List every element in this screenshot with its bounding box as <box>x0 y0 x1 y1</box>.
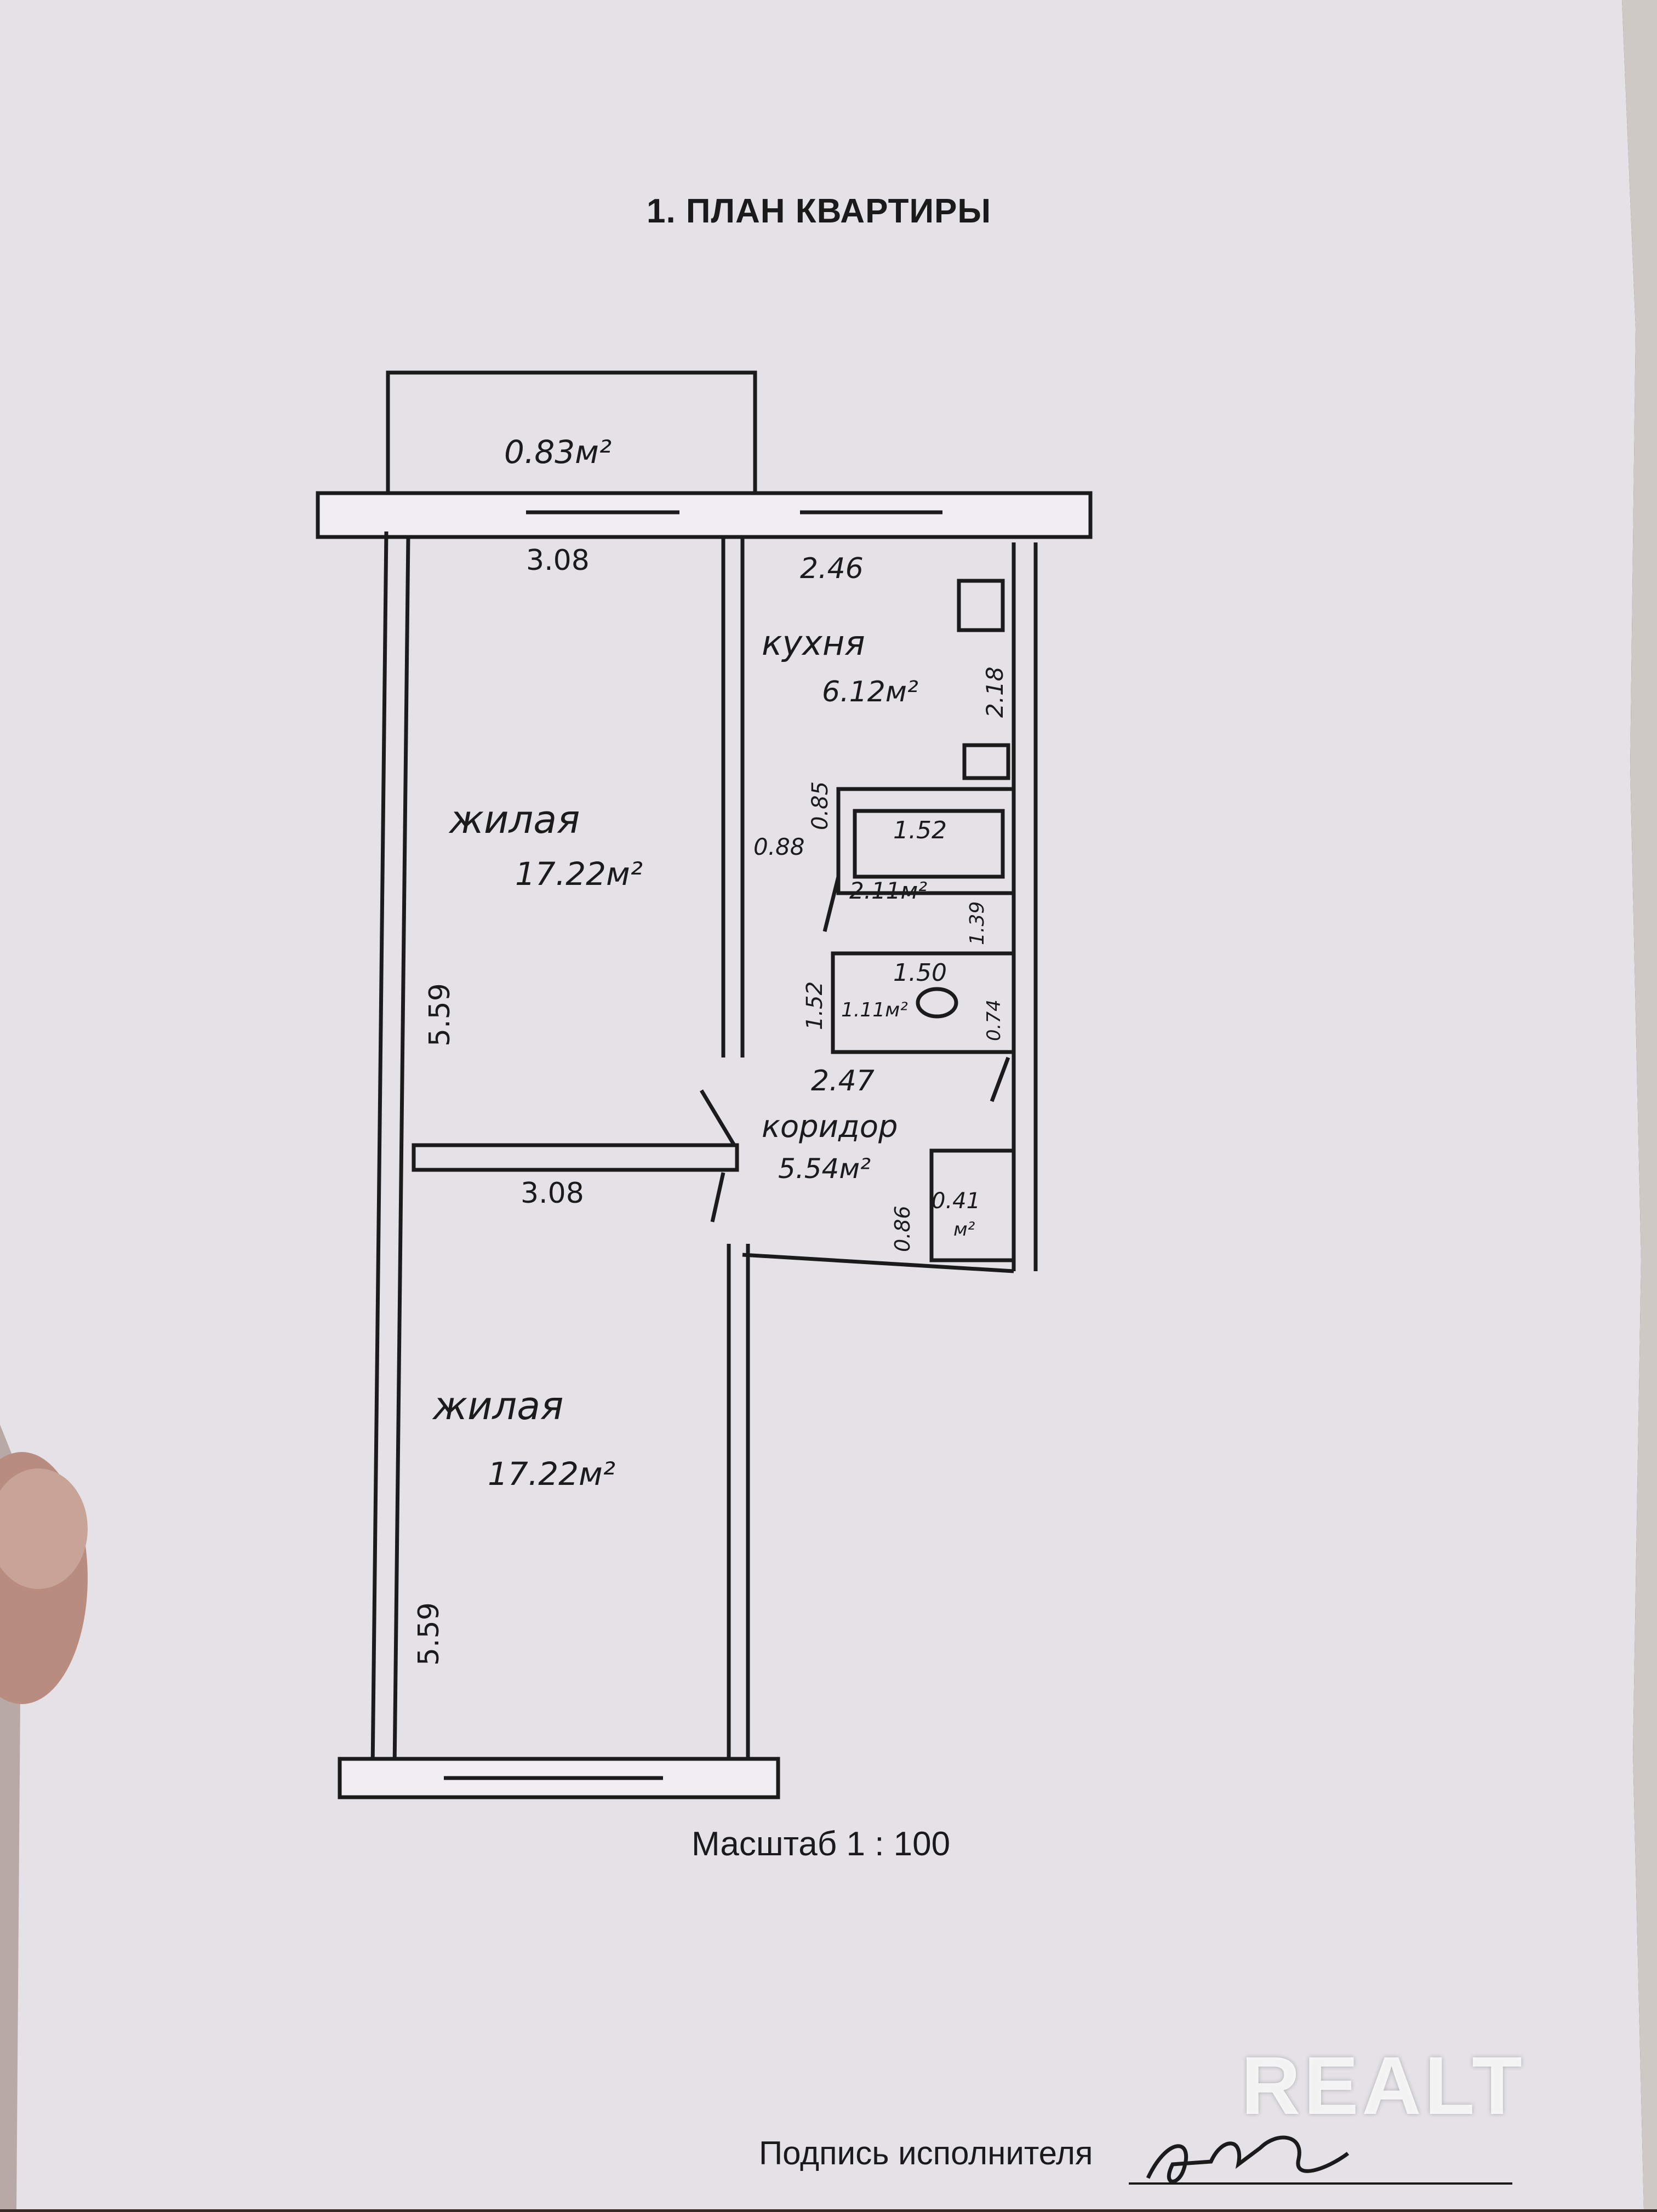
closet-outline <box>929 1148 1016 1262</box>
kitchen-area: 6.12м² <box>822 676 918 708</box>
toilet-bowl <box>916 987 958 1019</box>
scale-label: Масштаб 1 : 100 <box>692 1825 951 1863</box>
balcony-area: 0.83м² <box>504 433 612 471</box>
kitchen-length-dim: 2.18 <box>981 666 1008 718</box>
left-wall-inner <box>392 536 410 1770</box>
stove <box>957 579 1005 632</box>
bath-door-dim-2: 0.88 <box>753 833 805 860</box>
bathroom-block <box>836 787 1016 895</box>
room1-width-dim: 3.08 <box>526 544 590 577</box>
door-living2 <box>710 1172 725 1222</box>
sink <box>962 743 1010 780</box>
toilet-width-dim: 1.50 <box>893 959 947 987</box>
watermark-logo: REALT <box>1241 2039 1525 2131</box>
signature-scribble <box>1146 2135 1350 2184</box>
bathtub <box>853 809 1005 879</box>
corridor-area: 5.54м² <box>778 1153 871 1185</box>
left-wall-outer <box>370 531 388 1770</box>
room-divider-wall <box>412 1143 739 1172</box>
bath-width-dim: 1.52 <box>893 816 947 844</box>
room2-width-dim: 3.08 <box>521 1177 584 1210</box>
living2-name: жилая <box>432 1384 563 1428</box>
living1-name: жилая <box>448 797 580 842</box>
balcony-outline <box>386 370 757 504</box>
toilet-area: 1.11м² <box>841 999 908 1021</box>
door-bath <box>822 876 841 932</box>
door-corridor <box>990 1056 1010 1102</box>
living2-area: 17.22м² <box>488 1455 615 1493</box>
toilet-length-dim: 1.52 <box>802 981 827 1030</box>
kitchen-width-dim: 2.46 <box>800 552 864 585</box>
closet-width-dim: 0.86 <box>890 1205 915 1252</box>
corridor-bottom-wall <box>742 1253 1014 1273</box>
closet-area: 0.41 <box>932 1188 980 1214</box>
room2-length-dim: 5.59 <box>413 1602 445 1666</box>
door-living1 <box>699 1089 736 1146</box>
corridor-width-dim: 2.47 <box>811 1065 875 1098</box>
room1-length-dim: 5.59 <box>424 983 456 1047</box>
bath-area: 2.11м² <box>849 877 927 904</box>
living1-area: 17.22м² <box>515 855 643 893</box>
toilet-side-dim: 0.74 <box>983 999 1005 1041</box>
walls <box>316 370 1093 1799</box>
kitchen-name: кухня <box>762 623 865 663</box>
bath-length-dim: 1.39 <box>966 901 989 945</box>
corridor-name: коридор <box>762 1109 898 1145</box>
toilet-block <box>831 951 1016 1054</box>
closet-unit: м² <box>953 1219 975 1241</box>
page-title: 1. ПЛАН КВАРТИРЫ <box>647 192 992 230</box>
signature-label: Подпись исполнителя <box>759 2135 1093 2171</box>
top-wall <box>316 491 1093 539</box>
paper-edge <box>1622 0 1657 2209</box>
bath-door-dim: 0.85 <box>808 781 833 830</box>
thumbnail-nail <box>0 1468 88 1589</box>
